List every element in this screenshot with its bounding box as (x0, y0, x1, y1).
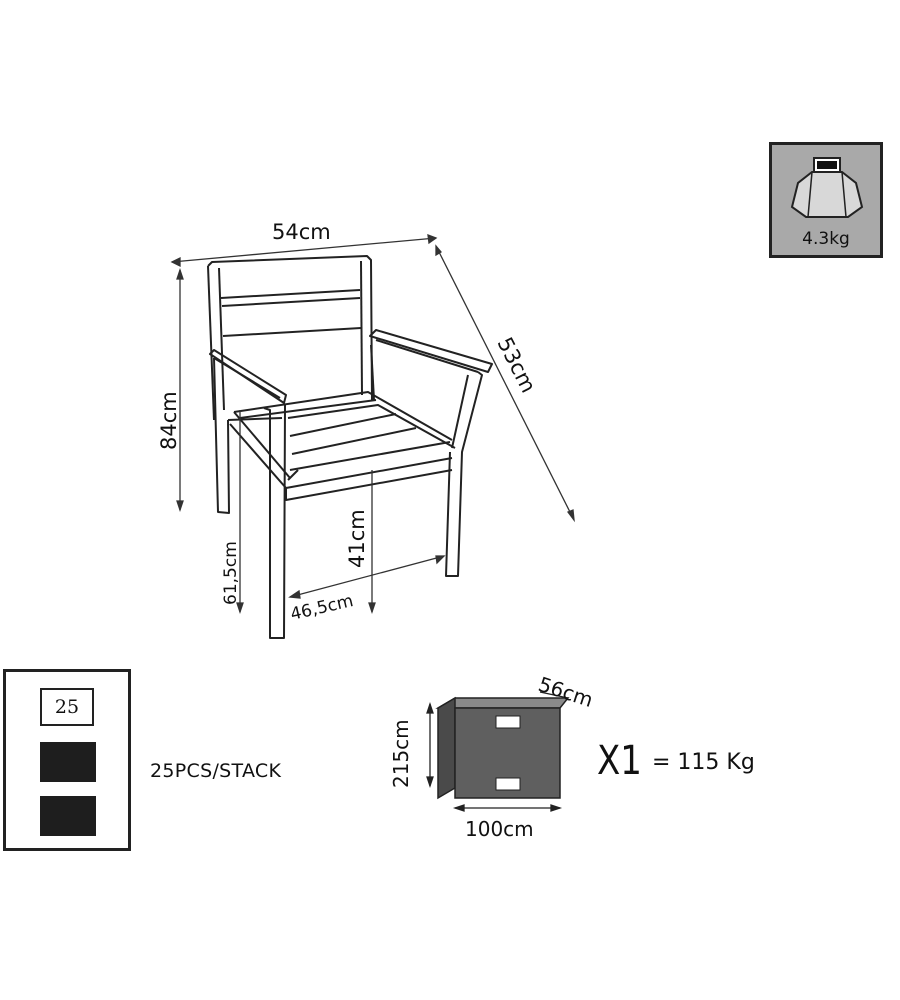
dim-height: 84cm (157, 391, 181, 450)
dim-depth: 53cm (493, 333, 541, 396)
pallet-height: 215cm (389, 719, 413, 788)
pallet-diagram: 215cm 100cm 56cm (389, 672, 596, 841)
chair-diagram: 54cm 53cm 84cm 41cm 61,5cm 46,5cm (157, 220, 575, 639)
weight-badge: 4.3kg (769, 142, 883, 258)
dimension-lines (170, 234, 575, 615)
chair-drawing (207, 255, 493, 639)
stack-count: 25 (40, 688, 94, 726)
stack-block-icon (40, 796, 96, 836)
pallet-box-icon (435, 696, 570, 800)
pallet-weight: = 115 Kg (652, 750, 755, 775)
weight-value: 4.3kg (802, 229, 850, 249)
dim-armrest-height: 61,5cm (221, 541, 241, 605)
dim-seat-height: 41cm (345, 509, 369, 568)
pallet-width: 100cm (465, 817, 534, 841)
dim-width: 54cm (272, 220, 331, 244)
stack-icon: 25 (3, 669, 131, 851)
weight-icon (790, 157, 864, 218)
stack-block-icon (40, 742, 96, 782)
stack-label: 25PCS/STACK (150, 760, 282, 782)
pallet-multiplier: X1 (597, 738, 642, 784)
